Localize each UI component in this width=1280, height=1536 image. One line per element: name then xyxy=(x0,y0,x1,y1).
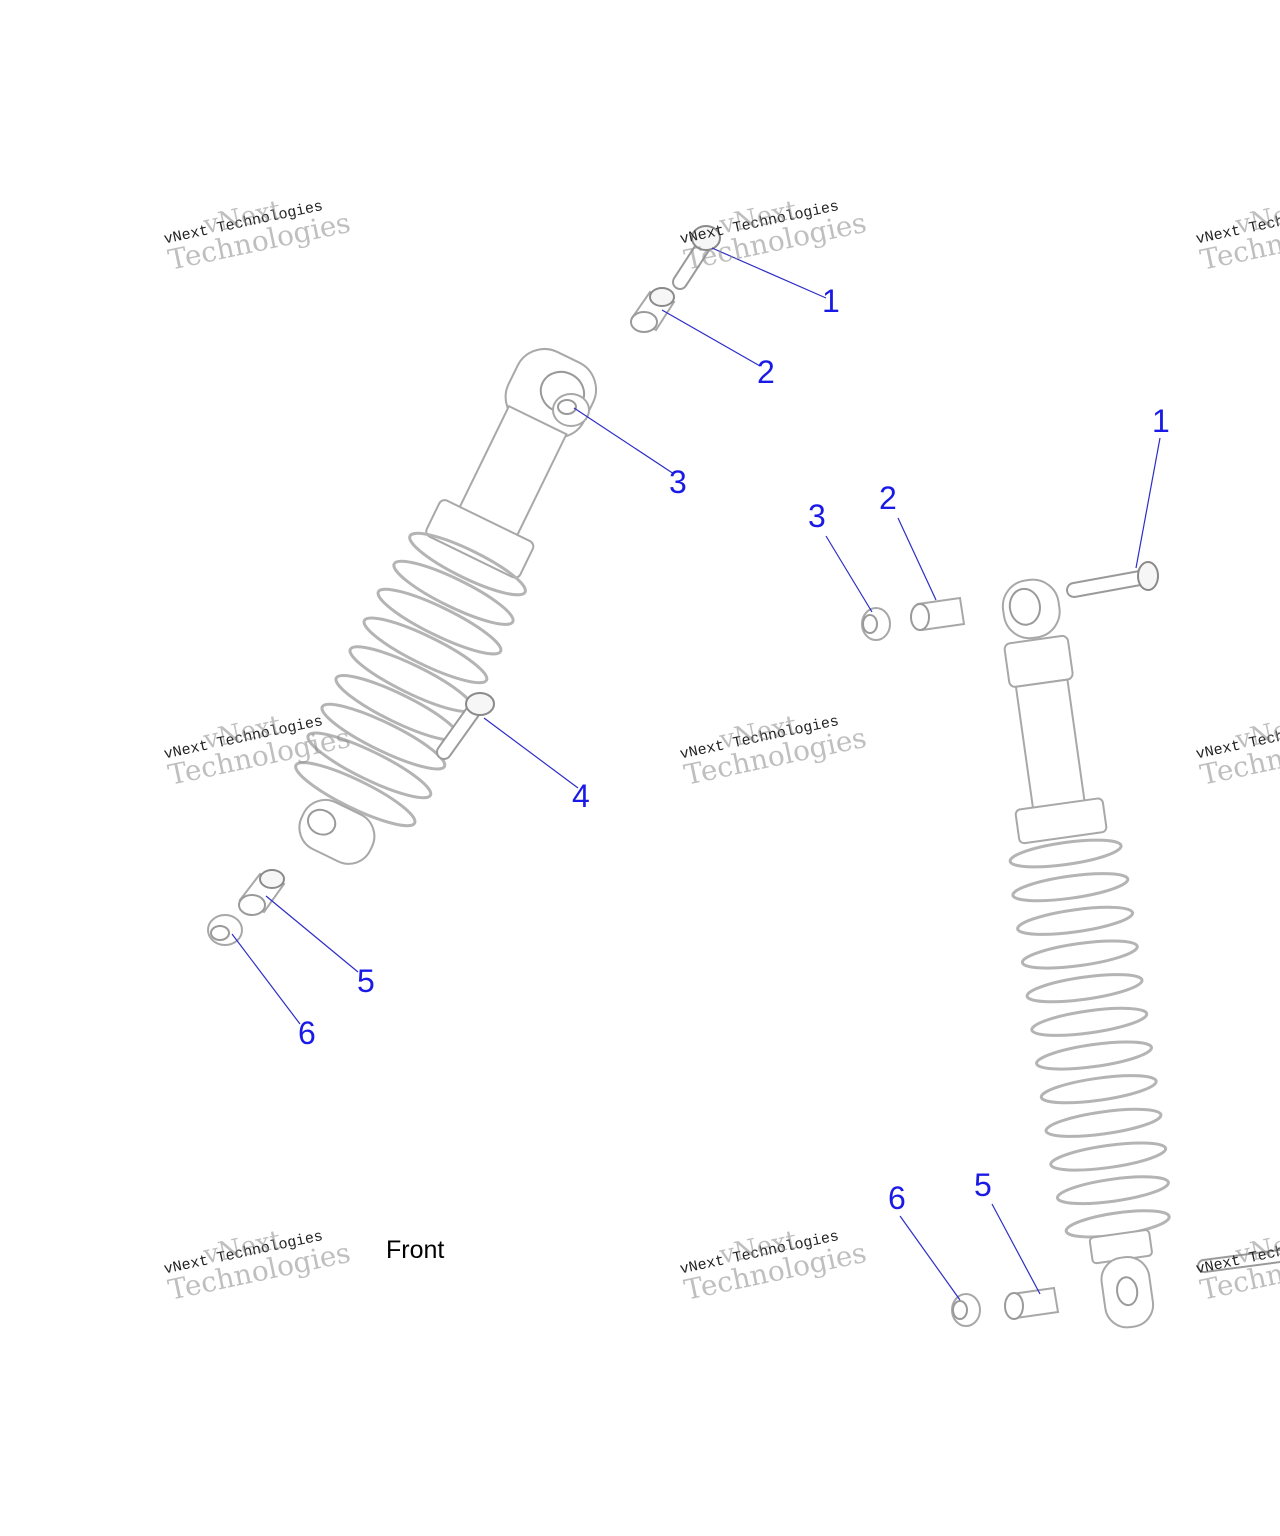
left-part-4-bolt xyxy=(436,692,495,760)
left-shock-assembly: 1 2 3 4 5 6 xyxy=(207,225,840,1051)
right-shock-assembly: 1 2 3 5 6 xyxy=(808,403,1280,1329)
right-part-2-bushing xyxy=(910,596,966,632)
left-callout-5: 5 xyxy=(357,963,375,999)
right-part-1-bolt xyxy=(1066,561,1159,598)
left-part-1-bolt xyxy=(672,225,721,290)
left-leader-lines xyxy=(231,247,827,1025)
right-part-6-spacer xyxy=(951,1293,981,1327)
left-callout-3: 3 xyxy=(669,464,687,500)
left-part-5-bushing xyxy=(238,869,286,916)
right-leader-lines xyxy=(825,437,1161,1301)
right-callout-2: 2 xyxy=(879,480,897,516)
left-part-2-bushing xyxy=(630,287,676,333)
left-callout-1: 1 xyxy=(822,283,840,319)
right-edge-bolt xyxy=(1197,1249,1280,1273)
right-callout-6: 6 xyxy=(888,1180,906,1216)
left-callout-2: 2 xyxy=(757,354,775,390)
right-callout-1: 1 xyxy=(1152,403,1170,439)
left-callout-6: 6 xyxy=(298,1015,316,1051)
left-shock-absorber xyxy=(294,348,597,865)
right-shock-absorber xyxy=(1001,578,1171,1329)
right-callout-5: 5 xyxy=(974,1167,992,1203)
right-callout-3: 3 xyxy=(808,498,826,534)
left-part-3-spacer xyxy=(552,393,590,427)
front-label: Front xyxy=(386,1236,445,1264)
right-part-5-bushing xyxy=(1004,1286,1060,1320)
left-callout-4: 4 xyxy=(572,778,590,814)
right-part-3-spacer xyxy=(861,607,891,641)
left-part-6-spacer xyxy=(207,914,243,946)
